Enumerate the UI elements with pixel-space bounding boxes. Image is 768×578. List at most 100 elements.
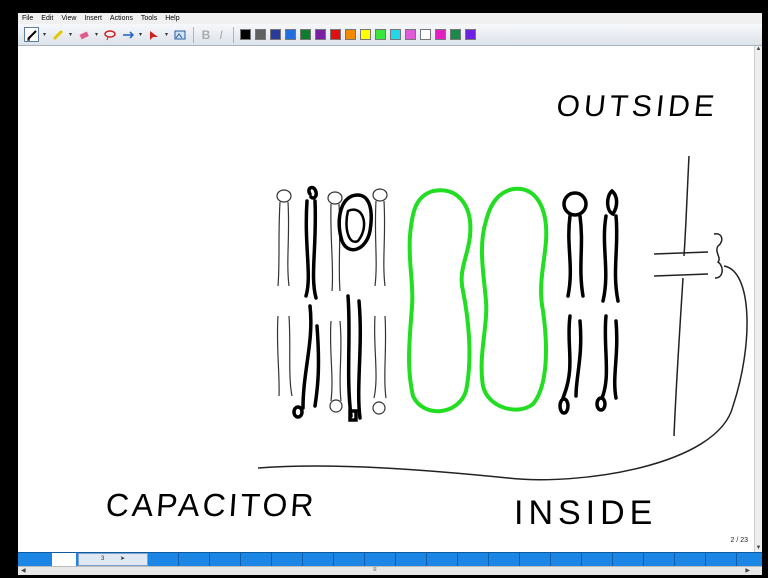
menu-tools[interactable]: Tools xyxy=(141,15,157,22)
lipid-tail xyxy=(603,216,618,301)
lipid-head xyxy=(294,407,302,417)
pointer-icon xyxy=(148,29,160,41)
highlighter-tool-button[interactable] xyxy=(50,27,65,42)
label-outside: OUTSIDE xyxy=(555,90,720,123)
pen-dropdown-arrow[interactable]: ▾ xyxy=(42,31,47,38)
label-inside: INSIDE xyxy=(514,494,657,532)
color-swatch[interactable] xyxy=(300,29,311,40)
scroll-grip-icon[interactable]: ≡ xyxy=(373,567,377,573)
lipid-head xyxy=(597,398,605,410)
picture-icon xyxy=(174,29,186,41)
lasso-icon xyxy=(104,29,116,41)
lipid-head xyxy=(373,402,385,414)
color-swatch[interactable] xyxy=(255,29,266,40)
insert-image-button[interactable] xyxy=(172,27,187,42)
scroll-left-arrow[interactable]: ◀ xyxy=(21,567,26,574)
capacitor-plate xyxy=(654,274,708,276)
bold-lipid-group xyxy=(294,188,618,420)
insert-space-button[interactable] xyxy=(120,27,135,42)
eraser-dropdown-arrow[interactable]: ▾ xyxy=(94,31,99,38)
lasso-tool-button[interactable] xyxy=(102,27,117,42)
lipid-head xyxy=(328,192,342,204)
color-swatch[interactable] xyxy=(420,29,431,40)
lipid-tail xyxy=(306,201,316,298)
highlighter-dropdown-arrow[interactable]: ▾ xyxy=(68,31,73,38)
ion-channel-shape xyxy=(409,190,470,411)
page-thumb-strip[interactable] xyxy=(148,553,762,566)
app-window: File Edit View Insert Actions Tools Help… xyxy=(18,13,762,575)
color-swatch[interactable] xyxy=(285,29,296,40)
color-swatch[interactable] xyxy=(405,29,416,40)
scroll-down-arrow[interactable]: ▼ xyxy=(755,545,762,552)
lipid-tail xyxy=(568,216,583,296)
bold-button[interactable]: B xyxy=(200,28,212,42)
lipid-head xyxy=(330,400,342,412)
lipid-tail xyxy=(348,296,360,418)
lipid-head xyxy=(373,189,387,201)
lipid-tail xyxy=(602,316,617,398)
italic-button[interactable]: I xyxy=(215,28,227,42)
menu-file[interactable]: File xyxy=(22,15,33,22)
lipid-tail xyxy=(303,306,318,408)
color-palette xyxy=(240,29,476,40)
mouse-cursor-icon: ➤ xyxy=(120,556,125,562)
menu-insert[interactable]: Insert xyxy=(84,15,102,22)
page-indicator: 2 / 23 xyxy=(730,537,748,544)
color-swatch[interactable] xyxy=(360,29,371,40)
color-swatch[interactable] xyxy=(270,29,281,40)
menu-bar: File Edit View Insert Actions Tools Help xyxy=(18,13,762,24)
toolbar-divider xyxy=(233,27,234,43)
color-swatch[interactable] xyxy=(390,29,401,40)
capacitor-wire-top xyxy=(684,156,689,256)
scroll-right-arrow[interactable]: ▶ xyxy=(745,567,750,574)
page-thumb[interactable]: 3 ➤ xyxy=(78,553,148,566)
lipid-tail xyxy=(278,202,289,286)
lipid-head xyxy=(309,188,316,199)
color-swatch[interactable] xyxy=(345,29,356,40)
pointer-dropdown-arrow[interactable]: ▾ xyxy=(164,31,169,38)
horizontal-scrollbar[interactable]: ◀ ≡ ▶ xyxy=(18,566,762,575)
drawing-canvas[interactable]: OUTSIDE xyxy=(18,46,762,552)
label-capacitor: CAPACITOR xyxy=(105,487,318,523)
insert-space-dropdown-arrow[interactable]: ▾ xyxy=(138,31,143,38)
eraser-tool-button[interactable] xyxy=(76,27,91,42)
color-swatch[interactable] xyxy=(240,29,251,40)
lipid-tail xyxy=(331,321,341,401)
color-swatch[interactable] xyxy=(375,29,386,40)
green-channel-group xyxy=(409,189,546,411)
current-page-thumb[interactable] xyxy=(52,553,76,566)
menu-actions[interactable]: Actions xyxy=(110,15,133,22)
lipid-head xyxy=(564,193,586,215)
toolbar: ▾ ▾ ▾ ▾ ▾ B I xyxy=(18,24,762,46)
lipid-head xyxy=(277,190,291,202)
lipid-head xyxy=(560,399,568,413)
insert-space-icon xyxy=(122,29,134,41)
vertical-scrollbar[interactable]: ▲ ▼ xyxy=(754,46,762,552)
color-swatch[interactable] xyxy=(315,29,326,40)
pen-icon xyxy=(26,29,38,41)
lipid-tail xyxy=(277,316,292,396)
color-swatch[interactable] xyxy=(330,29,341,40)
page-sorter-bar[interactable]: 3 ➤ xyxy=(18,552,762,566)
menu-help[interactable]: Help xyxy=(165,15,179,22)
scroll-up-arrow[interactable]: ▲ xyxy=(755,46,762,53)
lipid-head xyxy=(350,411,356,420)
capacitor-wire-bottom xyxy=(674,278,683,436)
highlighter-icon xyxy=(52,29,64,41)
brace xyxy=(714,234,722,278)
lipid-tail xyxy=(563,316,581,398)
eraser-icon xyxy=(78,29,90,41)
protein-inner xyxy=(346,210,364,242)
toolbar-divider xyxy=(193,27,194,43)
menu-edit[interactable]: Edit xyxy=(41,15,53,22)
menu-view[interactable]: View xyxy=(61,15,76,22)
ion-channel-shape xyxy=(482,189,547,410)
color-swatch[interactable] xyxy=(435,29,446,40)
pointer-tool-button[interactable] xyxy=(146,27,161,42)
lipid-head xyxy=(608,191,617,214)
page-thumb-label: 3 xyxy=(101,556,104,562)
color-swatch[interactable] xyxy=(450,29,461,40)
pen-tool-button[interactable] xyxy=(24,27,39,42)
color-swatch[interactable] xyxy=(465,29,476,40)
capacitor-plate xyxy=(654,252,708,254)
